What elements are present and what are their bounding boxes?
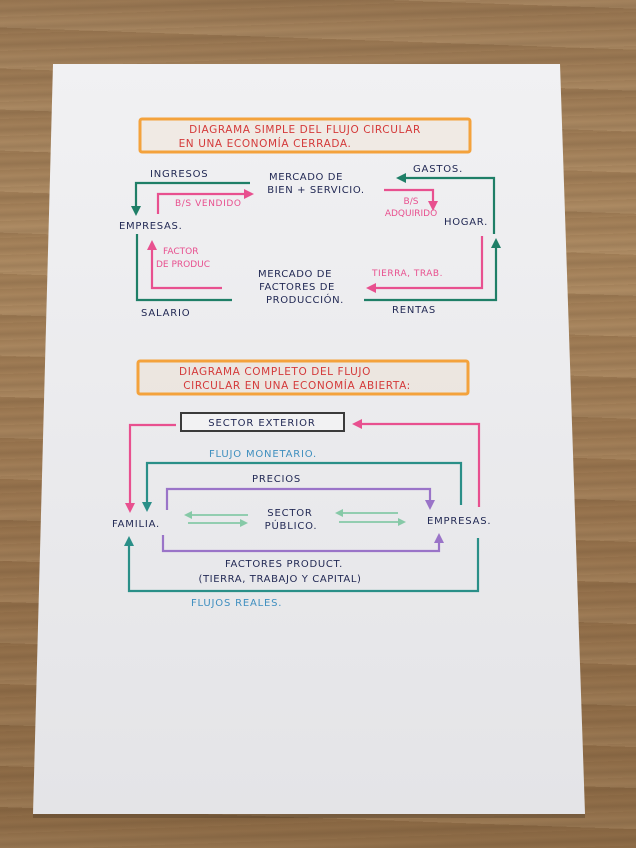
sector-exterior-box: [180, 412, 345, 432]
flow-tierra-arrow: [370, 236, 484, 290]
label-flujo-monetario: FLUJO MONETARIO.: [209, 449, 317, 460]
flow-reales-arrow: [127, 538, 480, 593]
flow-rentas-arrow: [364, 242, 498, 302]
title-1-line2: EN UNA ECONOMÍA CERRADA.: [179, 137, 352, 150]
flow-ingresos-arrow: [134, 181, 250, 212]
title-2-line1: DIAGRAMA COMPLETO DEL FLUJO: [179, 366, 371, 378]
flow-gastos-arrow: [400, 176, 496, 234]
flow-salario-arrow: [135, 234, 232, 302]
label-gastos: GASTOS.: [413, 164, 463, 175]
label-ingresos: INGRESOS: [150, 169, 208, 180]
flow-exterior-to-familia: [128, 423, 176, 510]
label-bs-vendido: B/S VENDIDO: [175, 199, 242, 209]
label-market-goods-1: MERCADO DE: [269, 172, 343, 183]
label-rentas: RENTAS: [392, 305, 436, 316]
label-tierra-trab: TIERRA, TRAB.: [371, 269, 443, 279]
label-sector-publico-2: PÚBLICO.: [265, 519, 318, 532]
flow-bs-vendido-arrow: [156, 192, 250, 214]
label-sector-exterior: SECTOR EXTERIOR: [208, 418, 315, 429]
label-familia: FAMILIA.: [112, 519, 160, 530]
label-bs-adquirido-2: ADQUIRIDO: [385, 209, 437, 219]
diagram-open-economy: DIAGRAMA COMPLETO DEL FLUJO CIRCULAR EN …: [112, 359, 491, 609]
flow-monetario-arrow: [145, 461, 463, 508]
title-1-line1: DIAGRAMA SIMPLE DEL FLUJO CIRCULAR: [189, 124, 421, 136]
label-sector-publico-1: SECTOR: [267, 508, 312, 519]
title-box-2: [136, 359, 470, 396]
flow-bs-adquirido-arrow: [384, 188, 435, 206]
label-empresas-2: EMPRESAS.: [427, 516, 491, 527]
label-empresas-1: EMPRESAS.: [119, 221, 182, 232]
label-market-goods-2: BIEN + SERVICIO.: [267, 185, 364, 196]
label-factor-2: DE PRODUC: [156, 260, 210, 270]
title-2-line2: CIRCULAR EN UNA ECONOMÍA ABIERTA:: [183, 379, 411, 392]
label-precios: PRECIOS: [252, 474, 301, 485]
label-factores-2: (TIERRA, TRABAJO Y CAPITAL): [198, 574, 361, 585]
label-bs-adquirido-1: B/S: [404, 197, 419, 207]
flow-factor-arrow: [150, 244, 222, 290]
paper-sheet: [33, 64, 585, 814]
label-hogar: HOGAR.: [444, 217, 488, 228]
label-flujos-reales: FLUJOS REALES.: [191, 598, 282, 609]
label-factores-1: FACTORES PRODUCT.: [225, 559, 343, 570]
flow-precios-arrow: [165, 487, 432, 510]
label-salario: SALARIO: [141, 308, 190, 319]
flow-empresas-to-exterior: [356, 422, 481, 507]
diagram-closed-economy: DIAGRAMA SIMPLE DEL FLUJO CIRCULAR EN UN…: [119, 117, 501, 319]
label-market-factors-2: FACTORES DE: [259, 282, 335, 293]
public-sector-arrows: [184, 509, 406, 527]
label-market-factors-1: MERCADO DE: [258, 269, 332, 280]
label-market-factors-3: PRODUCCIÓN.: [266, 293, 344, 306]
label-factor-1: FACTOR: [163, 247, 198, 257]
title-box-1: [138, 117, 472, 154]
flow-factores-arrow: [161, 535, 441, 553]
